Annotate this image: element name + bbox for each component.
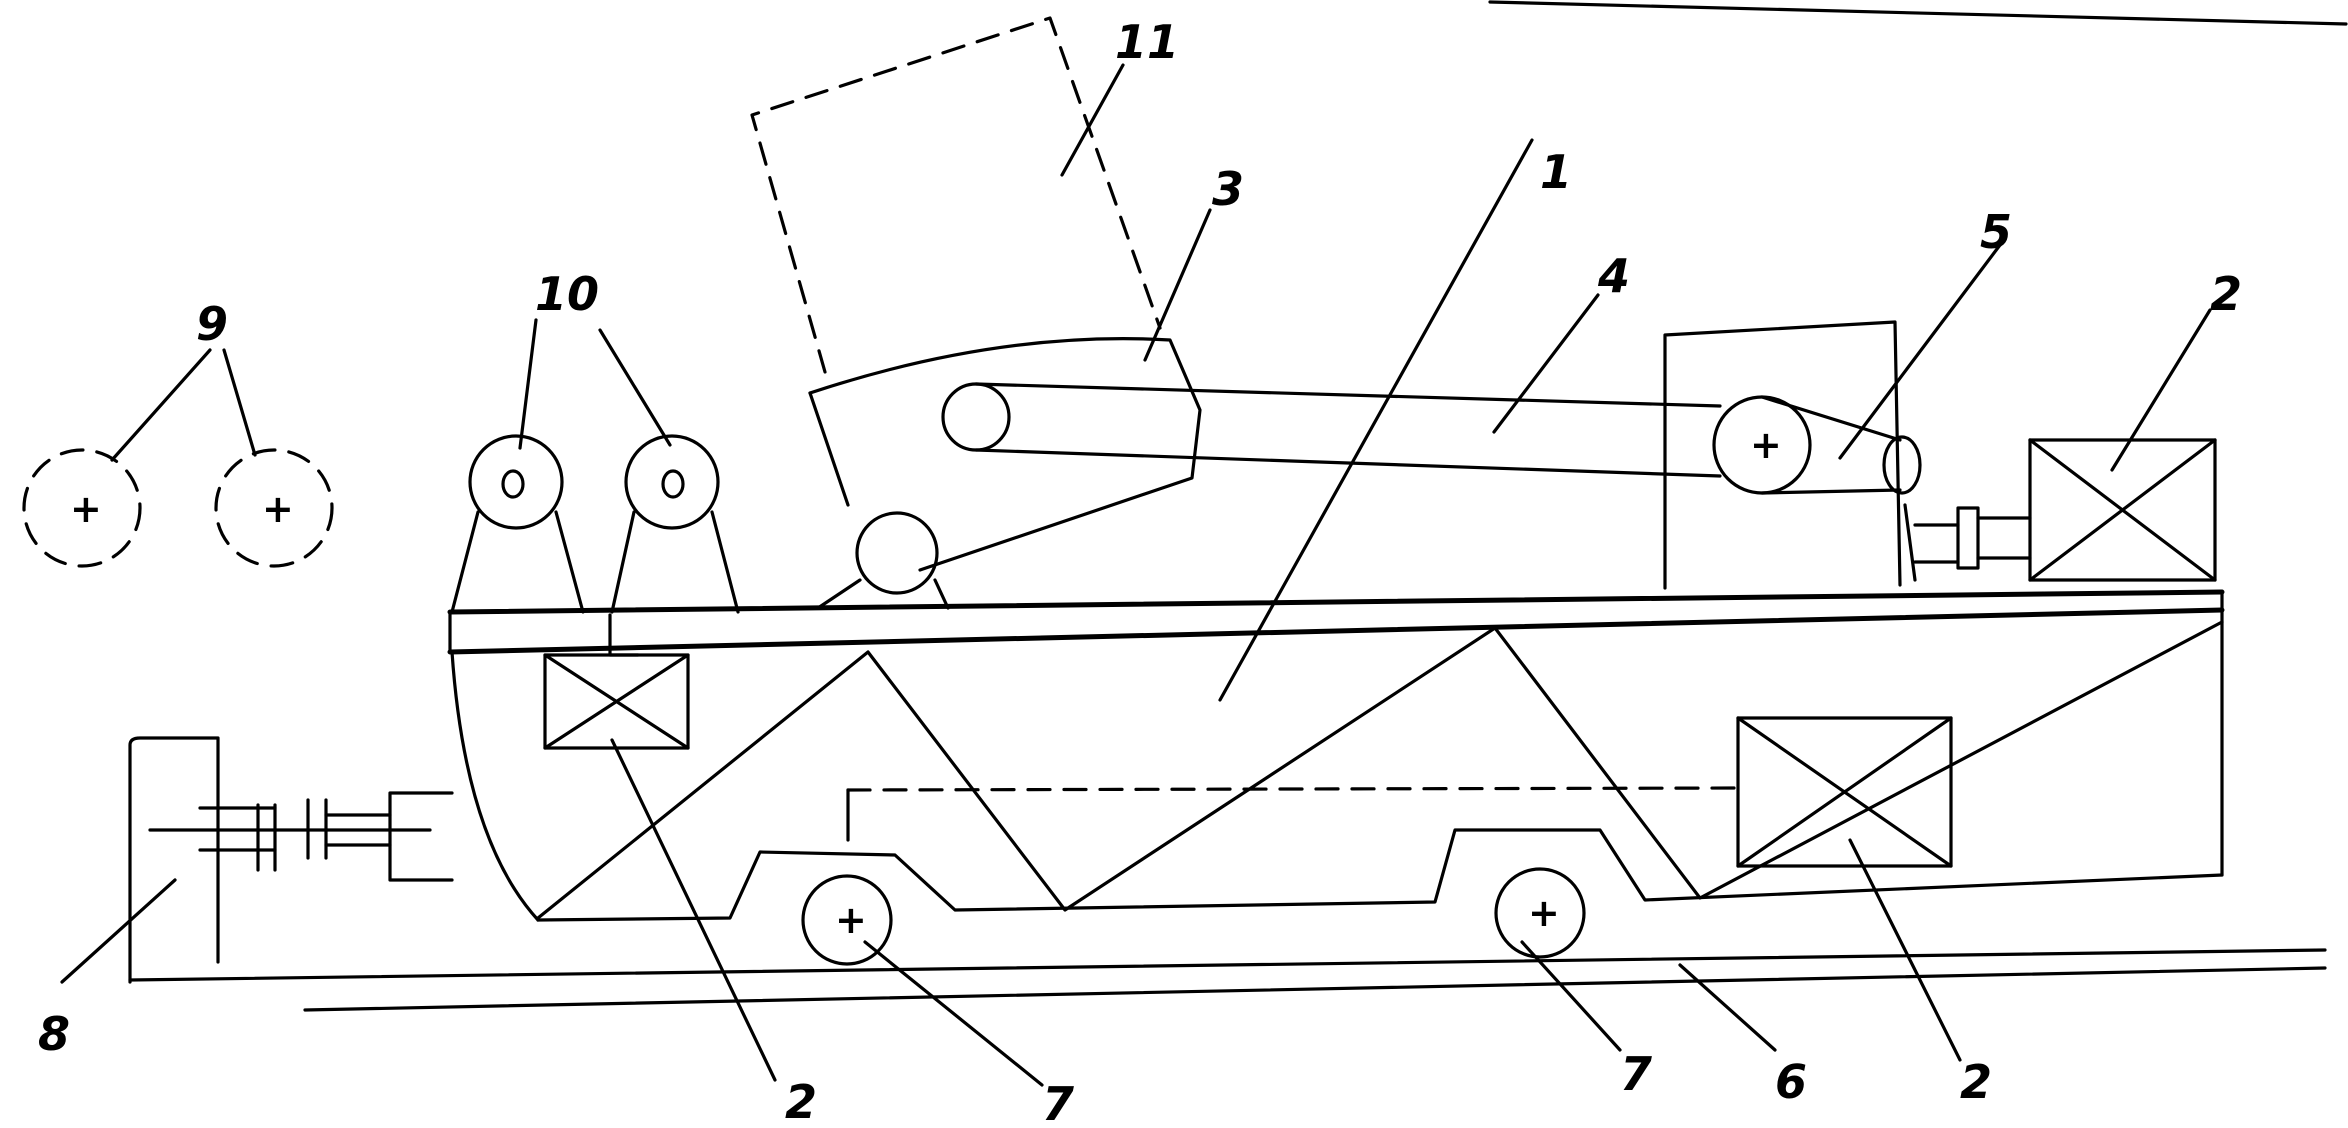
label-8: 8 xyxy=(38,1007,70,1061)
arm-3 xyxy=(750,16,1202,610)
connecting-rod-4 xyxy=(941,382,1722,478)
label-7-left: 7 xyxy=(1042,1077,1074,1128)
label-3: 3 xyxy=(1212,162,1244,216)
svg-text:+: + xyxy=(835,898,867,942)
svg-text:+: + xyxy=(262,487,294,531)
svg-text:+: + xyxy=(1528,891,1560,935)
label-11: 11 xyxy=(1115,15,1179,69)
label-7-right: 7 xyxy=(1620,1047,1652,1101)
label-2-left: 2 xyxy=(785,1075,817,1128)
page-edge-line xyxy=(1488,0,2348,26)
drive-box-left xyxy=(543,653,690,750)
label-6: 6 xyxy=(1775,1055,1807,1109)
drive-box-right xyxy=(846,716,1953,868)
dashed-circles-9 xyxy=(22,448,334,568)
center-marks: + + + + + xyxy=(70,423,1782,942)
label-10: 10 xyxy=(535,267,599,321)
pulley-block-10 xyxy=(450,434,740,657)
label-4: 4 xyxy=(1597,249,1630,303)
leader-lines xyxy=(60,63,2212,1087)
part-labels: 1 2 2 2 3 4 5 6 7 7 8 9 10 11 xyxy=(38,15,2242,1128)
end-unit-8 xyxy=(128,736,454,984)
crank-assembly-5 xyxy=(1663,320,2217,590)
label-9: 9 xyxy=(196,297,228,351)
rail-track xyxy=(128,948,2327,1012)
frame-body xyxy=(447,589,2225,922)
svg-text:+: + xyxy=(70,487,102,531)
wheels-7 xyxy=(801,867,1586,966)
svg-text:+: + xyxy=(1750,423,1782,467)
label-1: 1 xyxy=(1540,145,1572,199)
label-5: 5 xyxy=(1980,205,2012,259)
label-2-top-right: 2 xyxy=(2210,267,2242,321)
label-2-right: 2 xyxy=(1960,1055,1992,1109)
